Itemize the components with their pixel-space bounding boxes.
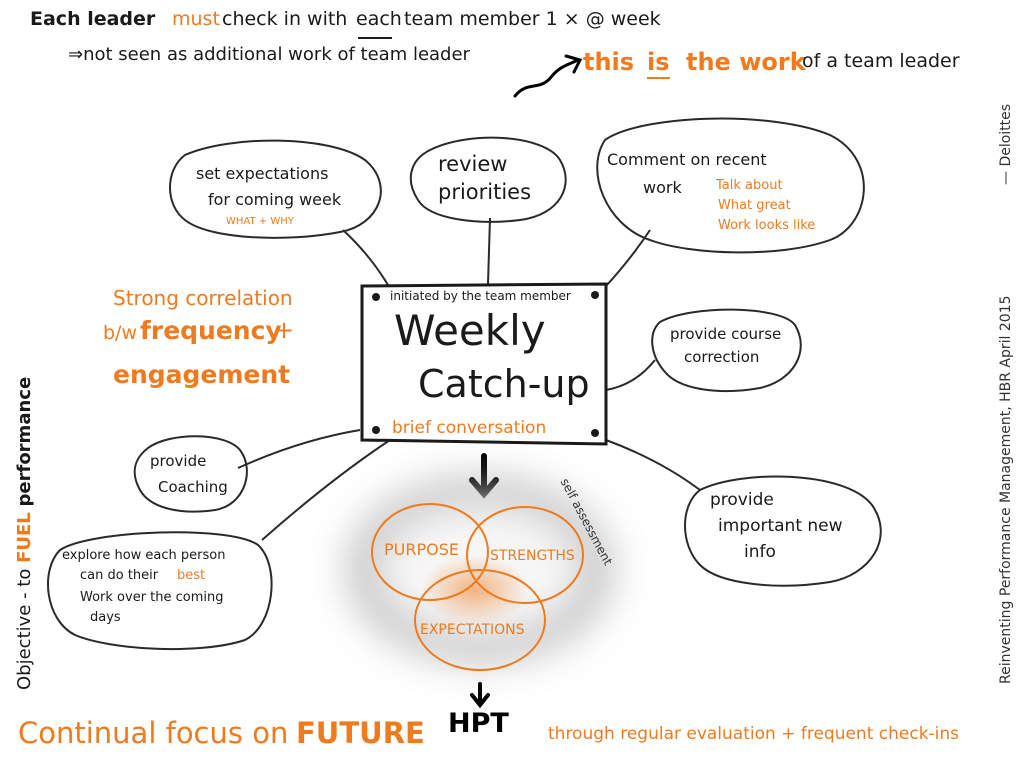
bubble-explore-line4: days <box>90 610 121 625</box>
hpt-arrow-icon <box>470 682 490 709</box>
center-title-line2: Catch-up <box>418 362 590 406</box>
bubble-explore-line1: explore how each person <box>62 548 226 563</box>
bubble-expectations-line1: set expectations <box>196 164 329 183</box>
bubble-new-info <box>684 475 882 587</box>
connector-lines <box>237 217 701 541</box>
footer-continual-focus: Continual focus on <box>18 716 289 750</box>
bubble-new-info-line3: info <box>744 542 776 562</box>
bubble-recent-work-line1: Comment on recent <box>607 150 767 169</box>
bubble-recent-work-note1: Talk about <box>716 178 783 193</box>
correlation-line1: Strong correlation <box>113 286 293 310</box>
venn-circle-purpose <box>371 503 489 601</box>
bubble-recent-work-line2: work <box>643 178 682 197</box>
bubble-recent-work-note3: Work looks like <box>718 218 816 233</box>
bubble-explore-line3: Work over the coming <box>80 590 224 605</box>
venn-circle-expectations <box>414 569 546 671</box>
bubble-explore-best: best <box>177 568 206 583</box>
correlation-engagement: engagement <box>113 360 291 389</box>
correlation-plus: + <box>274 316 295 344</box>
footer-hpt: HPT <box>448 708 509 739</box>
bubble-priorities-line2: priorities <box>438 180 532 204</box>
side-left-objective: Objective - to FUEL performance <box>14 377 35 690</box>
header-this: this <box>583 48 635 76</box>
header-team-member: team member 1 × @ week <box>404 8 661 30</box>
side-right-source: Reinventing Performance Management, HBR … <box>998 295 1014 684</box>
venn-label-strengths: STRENGTHS <box>490 548 575 564</box>
side-left-fuel: FUEL <box>14 512 35 563</box>
bubble-coaching-line2: Coaching <box>158 478 228 496</box>
header-team-leader: of a team leader <box>802 50 960 72</box>
bubble-recent-work-note2: What great <box>718 198 791 213</box>
bubble-review-priorities <box>409 136 567 223</box>
side-left-performance: performance <box>14 376 35 507</box>
footer-through: through regular evaluation + frequent ch… <box>548 724 960 744</box>
bubble-priorities-line1: review <box>438 152 508 176</box>
venn-circle-strengths <box>466 506 584 604</box>
side-right-author: — Deloittes <box>998 103 1014 185</box>
venn-label-purpose: PURPOSE <box>384 540 459 559</box>
bubble-correction-line2: correction <box>684 348 760 366</box>
bubble-recent-work <box>596 117 865 254</box>
venn-diagram <box>371 503 584 671</box>
squiggle-arrow-icon <box>513 54 583 98</box>
bubble-explore <box>47 531 273 651</box>
bubble-new-info-line1: provide <box>710 490 774 510</box>
bubble-coaching <box>133 435 248 513</box>
bubble-explore-line2: can do their <box>80 568 159 583</box>
footer-future: FUTURE <box>296 716 425 750</box>
header-is: is <box>647 48 670 76</box>
underlines <box>358 37 670 79</box>
header-each-leader: Each leader <box>30 8 156 30</box>
header-must: must <box>172 8 220 30</box>
side-left-part1: Objective - to <box>14 568 35 690</box>
header-the-work: the work <box>686 48 806 76</box>
bubble-expectations-line2: for coming week <box>208 190 342 209</box>
bubble-shapes <box>47 117 882 651</box>
bubble-correction-line1: provide course <box>670 325 782 343</box>
bubble-course-correction <box>651 308 802 393</box>
center-title-line1: Weekly <box>394 306 546 355</box>
venn-label-expectations: EXPECTATIONS <box>420 622 525 638</box>
correlation-frequency: frequency <box>140 316 282 345</box>
header-not-seen: ⇒not seen as additional work of team lea… <box>68 44 470 65</box>
bubble-coaching-line1: provide <box>150 452 207 470</box>
bubble-set-expectations <box>169 139 382 239</box>
center-box <box>360 282 608 446</box>
center-caption-top: initiated by the team member <box>390 289 571 303</box>
correlation-bw: b/w <box>103 322 138 344</box>
bubble-new-info-line2: important new <box>718 516 843 536</box>
center-caption-bottom: brief conversation <box>392 418 547 438</box>
header-each: each <box>356 8 402 30</box>
bubble-expectations-note: WHAT + WHY <box>226 216 294 227</box>
header-check-in: check in with <box>222 8 348 30</box>
